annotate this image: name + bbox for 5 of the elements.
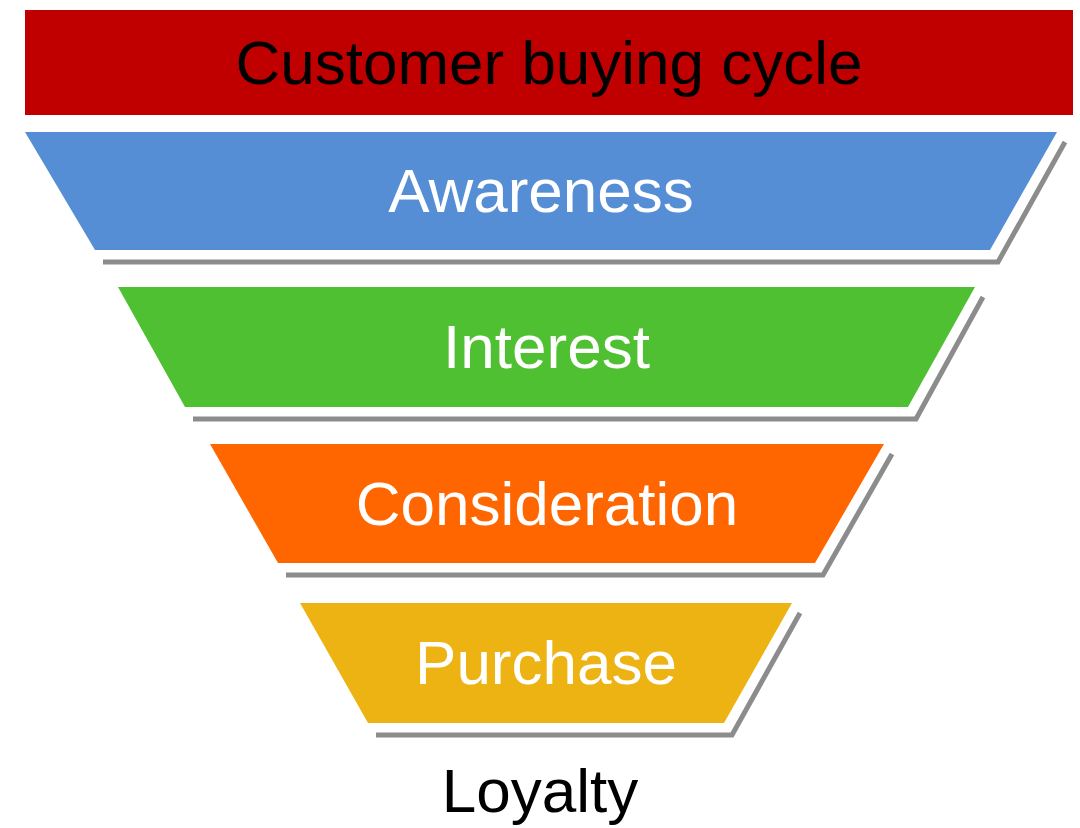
stage-label: Interest: [443, 316, 650, 378]
stage-label: Purchase: [415, 632, 677, 694]
stage-label: Consideration: [355, 472, 739, 535]
stage-label: Awareness: [388, 160, 694, 222]
title-banner: Customer buying cycle: [25, 10, 1073, 115]
